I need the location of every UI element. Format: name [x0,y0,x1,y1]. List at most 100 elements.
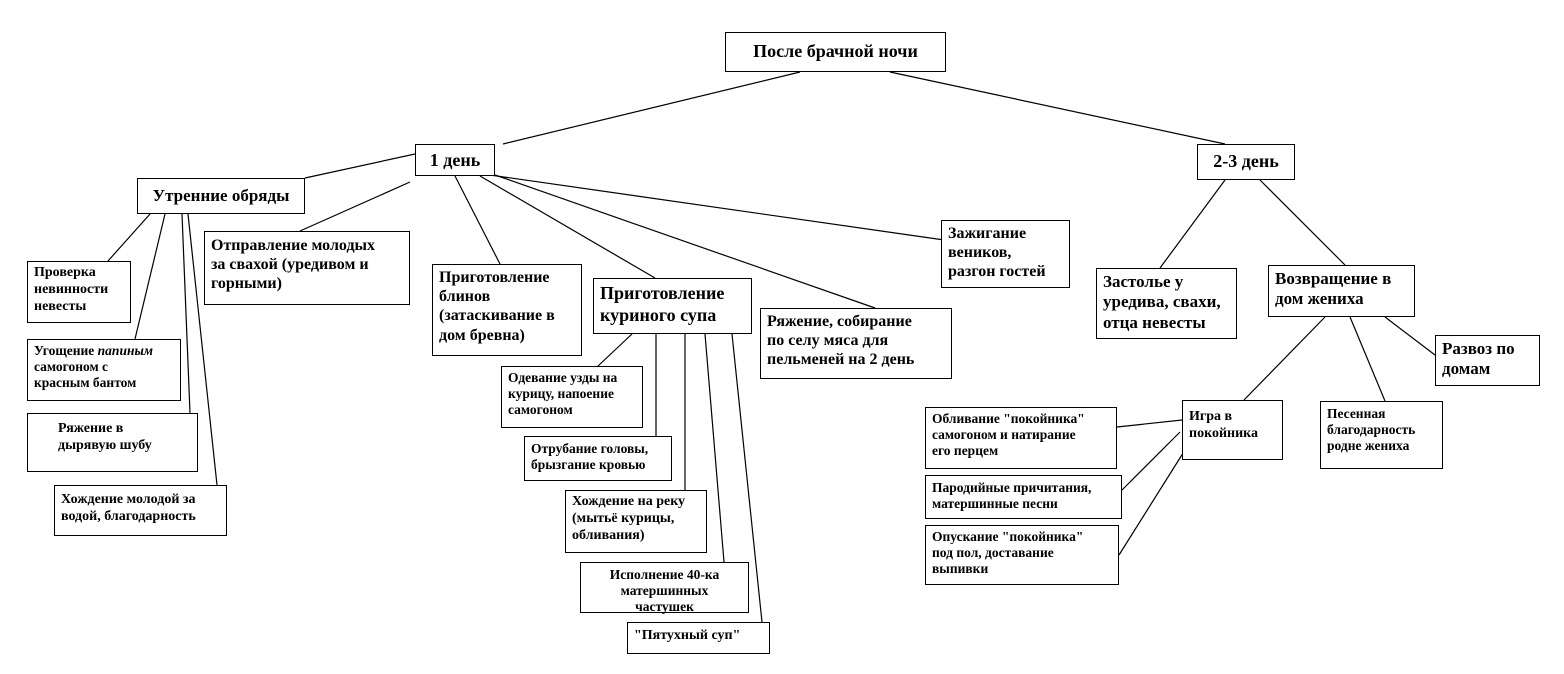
node-text: Развоз по [1442,339,1515,358]
node-text: Игра в [1189,409,1233,424]
node-text: отца невесты [1103,312,1206,332]
node-text: Возвращение в [1275,269,1392,288]
node-text: обливания) [572,527,645,543]
connector-line [889,71,1226,145]
node-text: Зажигание [948,225,1027,242]
node-torn-fur-coat: Ряжение в дырявую шубу [27,413,198,472]
node-text: Утренние обряды [152,186,290,205]
node-text: Хождение молодой за [61,492,196,507]
node-text: разгон гостей [948,263,1046,281]
connector-line [597,333,633,367]
node-text: покойника [1189,425,1259,441]
node-text: родне жениха [1327,438,1410,454]
node-text: водой, благодарность [61,508,196,524]
node-text: его перцем [932,443,999,459]
node-text: Приготовление [439,269,550,286]
connector-line [494,174,876,309]
node-chicken-soup: Приготовление куриного супа [593,278,752,334]
node-text: Ряжение, собирание [767,313,912,330]
node-moonshine-treat: Угощение папиным самогоном с красным бан… [27,339,181,401]
node-text: домам [1442,359,1491,379]
node-day-1: 1 день [415,144,495,176]
node-text: 1 день [429,150,481,170]
node-parody-laments: Пародийные причитания, матершинные песни [925,475,1122,519]
node-text-italic: папиным [97,343,154,358]
connector-line [1349,316,1386,402]
node-text: Обливание "покойника" [932,411,1085,426]
node-text: куриного супа [600,304,717,325]
node-text: курицу, напоение [508,386,614,402]
node-day-2-3: 2-3 день [1197,144,1295,180]
node-text: благодарность [1327,422,1416,438]
node-text: Проверка [34,265,96,280]
node-text: уредива, свахи, [1103,292,1221,312]
node-text: Одевание узды на [508,370,618,385]
node-text: дом бревна) [439,326,525,344]
node-text: После брачной ночи [753,41,918,61]
node-text: Отправление молодых [211,237,376,254]
node-return-groom-house: Возвращение в дом жениха [1268,265,1415,317]
node-virginity-check: Проверка невинности невесты [27,261,131,323]
node-text: за свахой (уредивом и [211,256,369,274]
node-text: веников, [948,244,1012,262]
node-take-home: Развоз по домам [1435,335,1540,386]
connector-line [1243,316,1326,401]
node-text: Опускание "покойника" [932,529,1084,544]
node-text: по селу мяса для [767,332,889,350]
node-water-fetching: Хождение молодой за водой, благодарность [54,485,227,536]
node-text: выпивки [932,561,989,577]
connector-line [1384,316,1436,356]
node-song-thanks: Песенная благодарность родне жениха [1320,401,1443,469]
node-bridle-chicken: Одевание узды на курицу, напоение самого… [501,366,643,428]
node-text: красным бантом [34,375,137,391]
connector-line [502,71,801,145]
node-text: Отрубание головы, [531,441,649,456]
node-morning-rites: Утренние обряды [137,178,305,214]
node-text: Приготовление [600,283,725,303]
node-burning-brooms: Зажигание веников, разгон гостей [941,220,1070,288]
node-text: под пол, доставание [932,545,1054,561]
node-text: "Пятухный суп" [634,628,741,643]
connector-line [704,333,725,563]
node-text: (затаскивание в [439,307,555,325]
node-text-part: Угощение [34,343,98,358]
connector-line [1259,179,1346,266]
node-text: пельменей на 2 день [767,351,915,369]
node-text: частушек [635,599,694,615]
node-text: Исполнение 40-ка [609,567,720,582]
node-lowering-dead-man: Опускание "покойника" под пол, доставани… [925,525,1119,585]
node-text: горными) [211,275,282,293]
node-text: (мытьё курицы, [572,510,675,526]
node-cut-head: Отрубание головы, брызгание кровью [524,436,672,481]
node-text: Пародийные причитания, [932,480,1092,495]
node-dousing-dead-man: Обливание "покойника" самогоном и натира… [925,407,1117,469]
node-text: дырявую шубу [58,437,152,453]
node-pancakes: Приготовление блинов (затаскивание в дом… [432,264,582,356]
node-text: матершинные песни [932,496,1058,512]
node-text: Застолье у [1103,272,1184,291]
connector-line [1159,179,1226,269]
node-text: невесты [34,298,87,314]
node-text: матершинных [620,583,709,599]
node-text: Угощение папиным [34,343,174,359]
node-text: блинов [439,288,491,306]
node-river-walk: Хождение на реку (мытьё курицы, обливани… [565,490,707,553]
node-rooster-soup: "Пятухный суп" [627,622,770,654]
connector-line [1118,449,1186,556]
connector-line [479,175,656,279]
connector-line [181,213,191,414]
connector-line [187,213,218,486]
connector-line [454,175,501,265]
node-dead-man-game: Игра в покойника [1182,400,1283,460]
node-after-wedding-night: После брачной ночи [725,32,946,72]
connector-line [1121,431,1181,491]
node-text: дом жениха [1275,289,1364,309]
connector-line [299,181,411,232]
connector-line [1116,419,1183,428]
connector-line [107,213,151,262]
node-text: невинности [34,281,109,297]
node-feast: Застолье у уредива, свахи, отца невесты [1096,268,1237,339]
node-chastushki: Исполнение 40-ка матершинных частушек [580,562,749,615]
node-text: брызгание кровью [531,457,646,473]
